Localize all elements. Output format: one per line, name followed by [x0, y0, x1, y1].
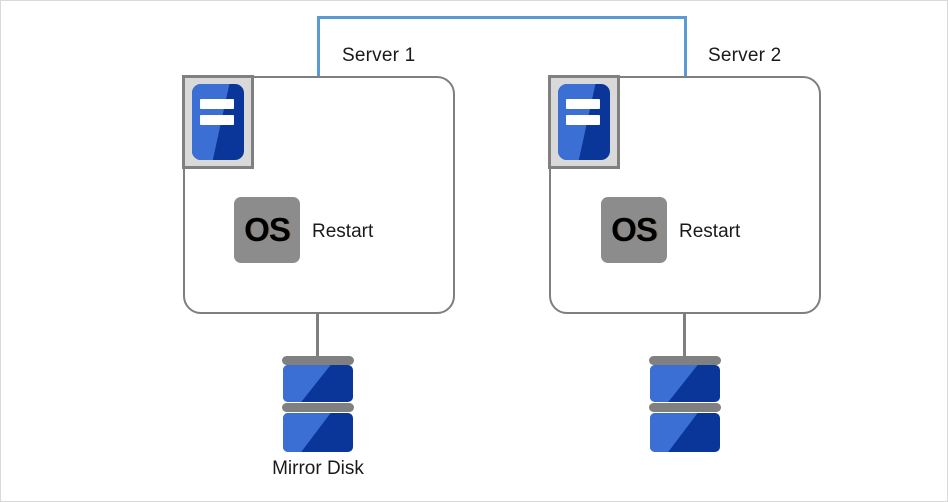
server-2-status-label: Restart [679, 221, 741, 242]
disk-block-upper [650, 365, 720, 402]
disk-block-lower [283, 413, 353, 452]
disk-block-highlight [650, 413, 698, 452]
server-2-label: Server 2 [708, 45, 782, 66]
disk-block-lower [650, 413, 720, 452]
heartbeat-link-left-vertical [317, 16, 320, 78]
disk-platter-top [649, 356, 721, 365]
disk-block-upper [283, 365, 353, 402]
disk-platter-top [282, 356, 354, 365]
server-rack-icon-body [192, 84, 244, 160]
server-1-disk-stem [316, 314, 319, 358]
disk-platter-middle [649, 403, 721, 412]
server-2-rack-icon [548, 75, 620, 169]
server-2-mirror-disk-icon [649, 356, 721, 452]
server-rack-icon-body [558, 84, 610, 160]
disk-block-highlight [283, 365, 331, 402]
server-1-os-badge: OS [234, 197, 300, 263]
heartbeat-link-right-vertical [684, 16, 687, 78]
server-rack-icon-bar-top [566, 99, 600, 110]
server-rack-icon-bar-bottom [566, 115, 600, 126]
disk-block-highlight [283, 413, 331, 452]
server-rack-icon-bar-bottom [200, 115, 234, 126]
server-2-disk-stem [683, 314, 686, 358]
server-1-rack-icon [182, 75, 254, 169]
disk-block-highlight [650, 365, 698, 402]
server-rack-icon-bar-top [200, 99, 234, 110]
server-1-label: Server 1 [342, 45, 416, 66]
server-2-os-badge: OS [601, 197, 667, 263]
disk-platter-middle [282, 403, 354, 412]
server-1-status-label: Restart [312, 221, 374, 242]
server-2-box [549, 76, 821, 314]
server-1-disk-caption: Mirror Disk [272, 458, 364, 479]
heartbeat-link-horizontal [317, 16, 687, 19]
server-1-mirror-disk-icon [282, 356, 354, 452]
